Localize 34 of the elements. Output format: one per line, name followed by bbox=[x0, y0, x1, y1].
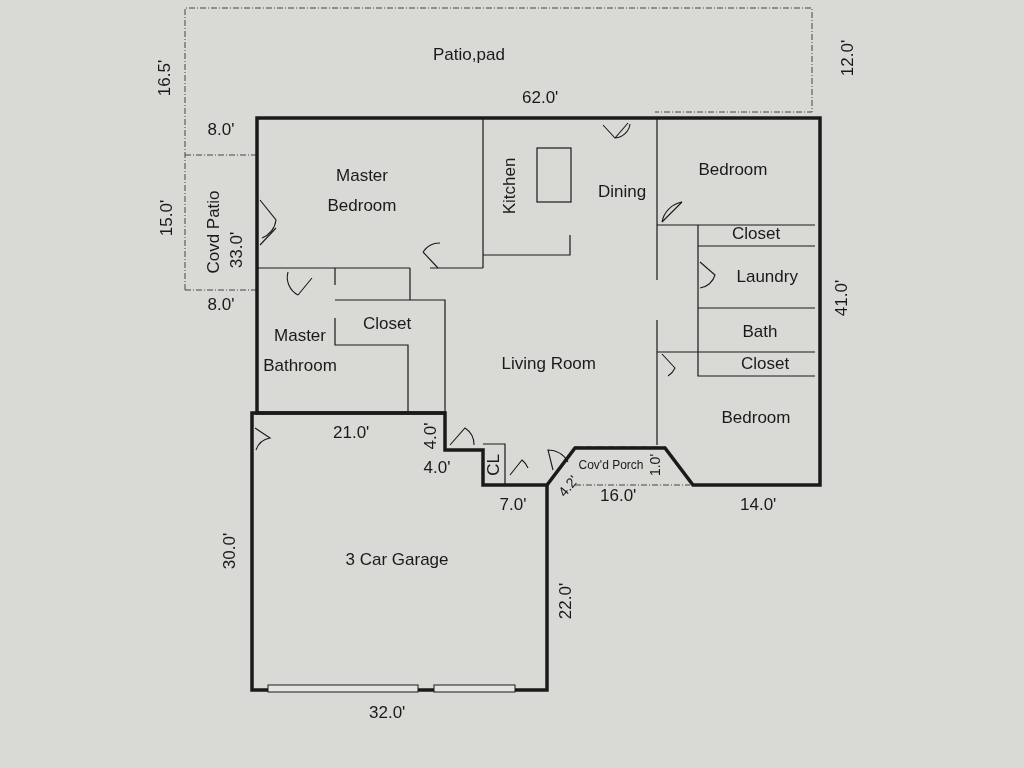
dimension-label: 16.0' bbox=[600, 486, 637, 506]
room-label: Laundry bbox=[736, 264, 798, 290]
room-label: 3 Car Garage bbox=[345, 547, 449, 573]
dimension-label: 7.0' bbox=[499, 495, 527, 515]
dimension-label: 30.0' bbox=[220, 532, 241, 570]
dimension-label: 8.0' bbox=[207, 120, 235, 140]
room-label: CL bbox=[480, 454, 507, 476]
room-label: Dining bbox=[598, 179, 647, 205]
room-label: Master Bedroom bbox=[307, 161, 417, 221]
room-label: Closet bbox=[732, 221, 781, 247]
room-label: Patio,pad bbox=[433, 42, 505, 68]
dimension-label: 4.0' bbox=[423, 458, 451, 478]
dimension-label: 16.5' bbox=[155, 59, 176, 97]
room-label: Kitchen bbox=[496, 157, 523, 215]
room-label: Closet bbox=[741, 351, 790, 377]
dimension-label: 62.0' bbox=[522, 88, 559, 108]
dimension-label: 22.0' bbox=[556, 582, 577, 620]
room-label: Covd Patio bbox=[200, 190, 227, 274]
dimension-label: 1.0' bbox=[646, 453, 665, 477]
dimension-label: 8.0' bbox=[207, 295, 235, 315]
room-label: Bedroom bbox=[698, 157, 768, 183]
dimension-label: 4.0' bbox=[420, 422, 441, 450]
dimension-label: 32.0' bbox=[369, 703, 406, 723]
dimension-label: 41.0' bbox=[832, 279, 853, 317]
room-label: Bath bbox=[742, 319, 778, 345]
dimension-label: 33.0' bbox=[227, 231, 248, 269]
room-label: Living Room bbox=[501, 351, 596, 377]
dimension-label: 12.0' bbox=[838, 39, 859, 77]
room-label: Bedroom bbox=[721, 405, 791, 431]
dimension-label: 15.0' bbox=[157, 199, 178, 237]
room-label: Closet bbox=[363, 311, 412, 337]
dimension-label: 21.0' bbox=[333, 423, 370, 443]
dimension-label: 14.0' bbox=[740, 495, 777, 515]
room-label: Master Bathroom bbox=[260, 321, 340, 381]
